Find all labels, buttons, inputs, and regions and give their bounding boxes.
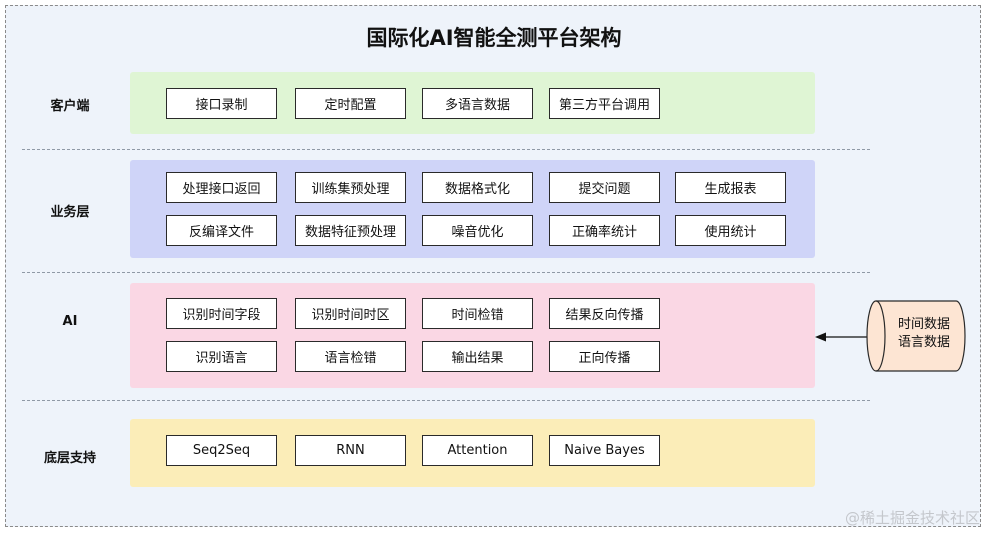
cylinder-rim — [875, 300, 886, 372]
diagram-title: 国际化AI智能全测平台架构 — [366, 26, 622, 50]
module-box: 识别时间时区 — [295, 298, 406, 329]
module-box: 生成报表 — [675, 172, 786, 203]
datastore-cylinder-icon — [866, 300, 966, 372]
module-box: 提交问题 — [549, 172, 660, 203]
module-box: 正向传播 — [549, 341, 660, 372]
module-box: 输出结果 — [422, 341, 533, 372]
module-box: 结果反向传播 — [549, 298, 660, 329]
watermark: @稀土掘金技术社区 — [844, 509, 980, 527]
infra-layer-band: Seq2Seq RNN Attention Naive Bayes — [130, 419, 815, 487]
layer-divider — [22, 400, 870, 401]
module-box: 语言检错 — [295, 341, 406, 372]
module-box: 接口录制 — [166, 88, 277, 119]
service-layer-band: 处理接口返回 训练集预处理 数据格式化 提交问题 生成报表 反编译文件 数据特征… — [130, 160, 815, 258]
module-box: Naive Bayes — [549, 435, 660, 466]
client-layer-band: 接口录制 定时配置 多语言数据 第三方平台调用 — [130, 72, 815, 134]
layer-label-infra: 底层支持 — [43, 451, 96, 466]
data-flow-arrow — [815, 332, 869, 342]
module-box: 识别时间字段 — [166, 298, 277, 329]
datastore-line-1: 时间数据 — [897, 317, 950, 332]
module-box: 定时配置 — [295, 88, 406, 119]
module-box: 使用统计 — [675, 215, 786, 246]
arrow-head — [815, 332, 826, 342]
ai-layer-band: 识别时间字段 识别时间时区 时间检错 结果反向传播 识别语言 语言检错 输出结果… — [130, 283, 815, 388]
module-box: 数据特征预处理 — [295, 215, 406, 246]
module-box: 训练集预处理 — [295, 172, 406, 203]
cylinder-body — [866, 300, 966, 372]
layer-divider — [22, 149, 870, 150]
module-box: 多语言数据 — [422, 88, 533, 119]
module-box: 数据格式化 — [422, 172, 533, 203]
module-box: 反编译文件 — [166, 215, 277, 246]
module-box: 时间检错 — [422, 298, 533, 329]
datastore-label: 时间数据 语言数据 — [890, 316, 958, 352]
module-box: Seq2Seq — [166, 435, 277, 466]
layer-divider — [22, 272, 870, 273]
module-box: 识别语言 — [166, 341, 277, 372]
module-box: 正确率统计 — [549, 215, 660, 246]
module-box: 处理接口返回 — [166, 172, 277, 203]
module-box: Attention — [422, 435, 533, 466]
layer-label-service: 业务层 — [50, 205, 90, 220]
module-box: RNN — [295, 435, 406, 466]
layer-label-client: 客户端 — [50, 99, 90, 114]
datastore-line-2: 语言数据 — [897, 335, 950, 350]
module-box: 第三方平台调用 — [549, 88, 660, 119]
module-box: 噪音优化 — [422, 215, 533, 246]
layer-label-ai: AI — [62, 314, 78, 329]
